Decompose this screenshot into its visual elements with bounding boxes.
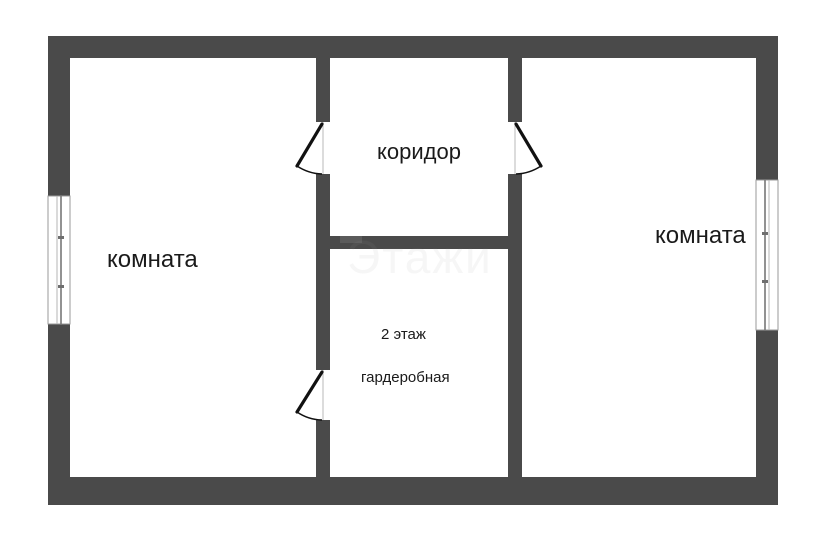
door-corridor-left (295, 122, 324, 175)
window-right-tick-upper (762, 232, 768, 235)
window-left (47, 195, 71, 325)
window-left-opening (48, 196, 70, 324)
corridor-right-wall (508, 36, 522, 505)
door-corridor-left-leaf (295, 122, 324, 168)
corridor-wardrobe-divider (316, 236, 522, 249)
doors-group (295, 122, 543, 421)
window-right-frame (755, 179, 779, 331)
door-wardrobe-arc (296, 411, 323, 421)
door-wardrobe (295, 370, 324, 421)
outer-wall-group (48, 36, 778, 505)
window-right-tick-lower (762, 280, 768, 283)
door-wardrobe-leaf (295, 370, 324, 414)
window-left-tick-lower (58, 285, 64, 288)
outer-wall-interior-cut (70, 58, 756, 477)
window-right (755, 179, 779, 331)
corridor-left-wall (316, 36, 330, 505)
door-corridor-right-arc (515, 165, 542, 175)
window-left-frame (47, 195, 71, 325)
window-left-tick-upper (58, 236, 64, 239)
door-corridor-right (514, 122, 543, 175)
door-corridor-left-arc (296, 165, 323, 175)
room-label-wardrobe: гардеробная (361, 369, 450, 386)
divider-highlight (340, 236, 362, 243)
room-label-left: комната (107, 246, 198, 273)
floor-note-label: 2 этаж (381, 326, 426, 343)
door-corridor-right-leaf (514, 122, 543, 168)
window-right-opening (756, 180, 778, 330)
room-label-right: комната (655, 222, 746, 249)
room-label-corridor: коридор (377, 139, 461, 164)
door-jamb-lines-group (322, 122, 516, 420)
windows-group (47, 179, 779, 331)
